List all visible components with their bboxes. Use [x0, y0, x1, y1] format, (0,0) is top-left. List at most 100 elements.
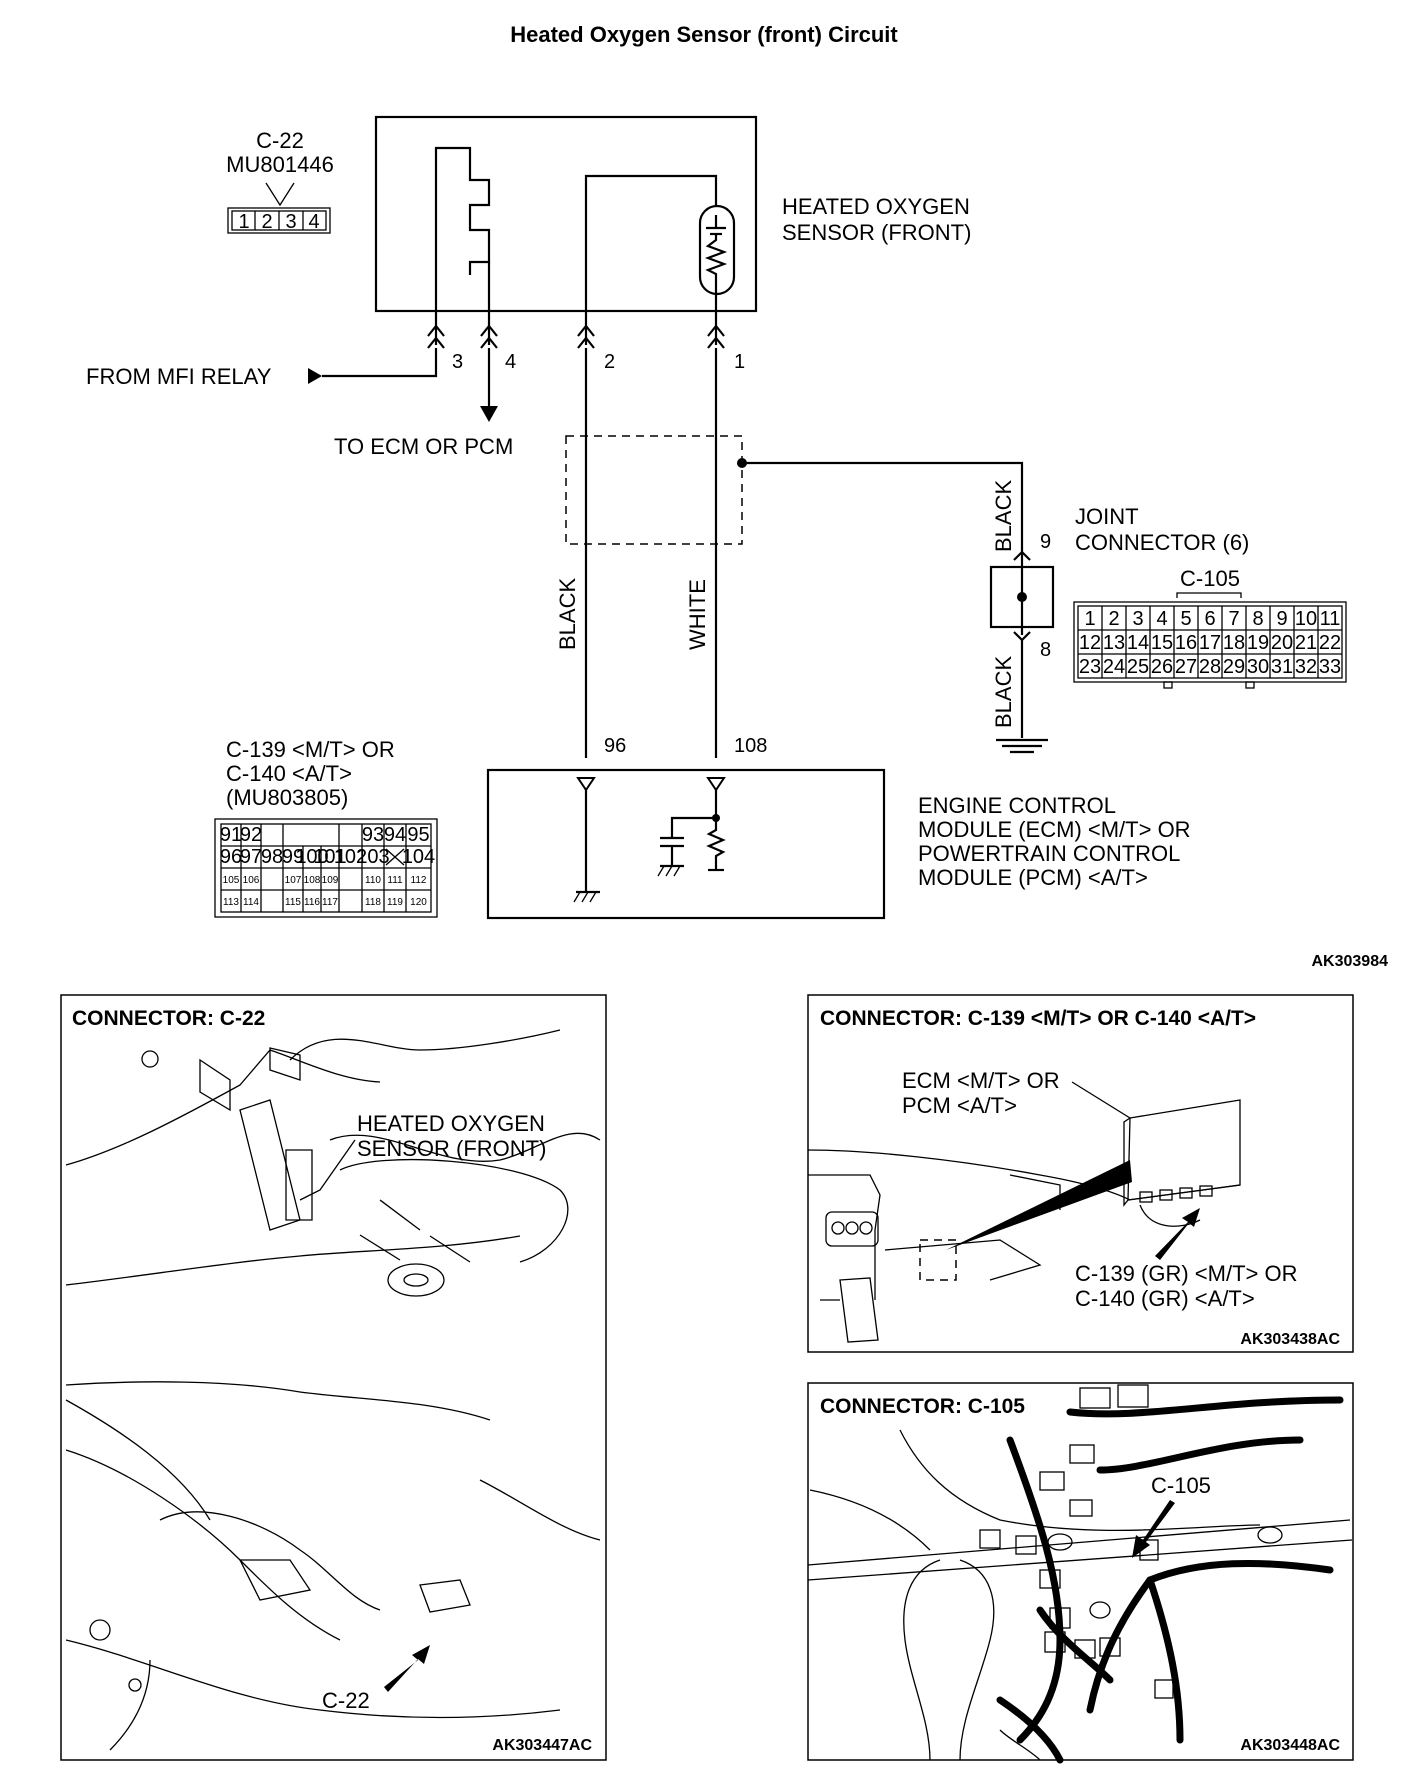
ecm-pin-label: 106: [243, 875, 260, 886]
c105-harness-illustration: [807, 1384, 1353, 1764]
ecm-pin-label: 93: [362, 824, 384, 846]
from-mfi-relay-label: FROM MFI RELAY: [86, 364, 272, 389]
to-ecm-arrow: [480, 406, 498, 422]
joint-pin-label: 25: [1127, 656, 1149, 678]
joint-pin-label: 2: [1108, 608, 1119, 630]
ecm-ground-symbol: [573, 890, 600, 903]
panel-c139-connector-label-2: C-140 (GR) <A/T>: [1075, 1286, 1255, 1311]
terminal-4: 4: [505, 351, 516, 373]
joint-pin-label: 15: [1151, 632, 1173, 654]
joint-pin-label: 13: [1103, 632, 1125, 654]
panel-connector-c105: CONNECTOR: C-105: [807, 1382, 1354, 1764]
joint-pin-label: 14: [1127, 632, 1149, 654]
sensor-label-line1: HEATED OXYGEN: [782, 194, 970, 219]
ecm-pin-label: 95: [407, 824, 429, 846]
capacitor-ground: [657, 864, 684, 877]
sensor-terminal-chevrons: [427, 324, 725, 349]
ecm-pin-label: 103: [356, 846, 389, 868]
c22-pin-2: 2: [261, 211, 272, 233]
ecm-pin-label: 105: [223, 875, 240, 886]
oxygen-sensing-element: [698, 204, 736, 345]
ecm-pin-label: 108: [304, 875, 321, 886]
ecm-pin-label: 98: [261, 846, 283, 868]
ecm-pin-label: 115: [285, 897, 301, 908]
joint-wire-color-bottom: BLACK: [991, 656, 1016, 728]
c22-pin-3: 3: [285, 211, 296, 233]
heated-oxygen-sensor-box: [374, 115, 758, 345]
terminal-1: 1: [734, 351, 745, 373]
joint-pin-label: 26: [1151, 656, 1173, 678]
terminal-3: 3: [452, 351, 463, 373]
joint-pin-label: 28: [1199, 656, 1221, 678]
c22-connector-id: C-22: [256, 128, 304, 153]
joint-pin-label: 24: [1103, 656, 1125, 678]
joint-pin-label: 7: [1228, 608, 1239, 630]
wire-color-right: WHITE: [685, 579, 710, 650]
ecm-pin-label: 119: [387, 897, 403, 908]
panel-c139-connector-label-1: C-139 (GR) <M/T> OR: [1075, 1261, 1297, 1286]
panel-c105-title: CONNECTOR: C-105: [820, 1395, 1025, 1418]
c22-part-number: MU801446: [226, 152, 334, 177]
joint-label-line1: JOINT: [1075, 504, 1139, 529]
joint-pin-label: 12: [1079, 632, 1101, 654]
joint-pin-label: 8: [1252, 608, 1263, 630]
joint-pin-label: 3: [1132, 608, 1143, 630]
joint-pin-label: 9: [1276, 608, 1287, 630]
joint-pin-label: 20: [1271, 632, 1293, 654]
c22-engine-illustration: [65, 1029, 601, 1751]
joint-pin-label: 16: [1175, 632, 1197, 654]
terminal-2: 2: [604, 351, 615, 373]
panel-c105-pointer-label: C-105: [1151, 1473, 1211, 1498]
joint-connector-id: C-105: [1180, 566, 1240, 591]
ecm-pin-label: 109: [322, 875, 339, 886]
ecm-label-line4: MODULE (PCM) <A/T>: [918, 865, 1148, 890]
panel-c139-ecm-label-1: ECM <M/T> OR: [902, 1068, 1060, 1093]
ecm-pin-label: 92: [240, 824, 262, 846]
ecm-module-illustration: [1123, 1099, 1241, 1227]
ecm-label-line3: POWERTRAIN CONTROL: [918, 841, 1180, 866]
joint-pin-label: 30: [1247, 656, 1269, 678]
dashboard-illustration: [807, 1149, 1131, 1343]
joint-pin-9: 9: [1040, 531, 1051, 553]
ecm-pin-label: 96: [220, 846, 242, 868]
shield-dashed-box: [565, 435, 743, 545]
joint-pin-label: 23: [1079, 656, 1101, 678]
ecm-pin-96: 96: [604, 735, 626, 757]
panel-connector-c22: CONNECTOR: C-22 HEAT: [60, 994, 607, 1761]
heater-element: [434, 146, 491, 345]
joint-pin-label: 11: [1320, 608, 1341, 630]
joint-pin-label: 29: [1223, 656, 1245, 678]
joint-pin-label: 5: [1180, 608, 1191, 630]
joint-pin-label: 22: [1319, 632, 1341, 654]
joint-pin-label: 32: [1295, 656, 1317, 678]
joint-pin-label: 6: [1204, 608, 1215, 630]
joint-pin-label: 27: [1175, 656, 1197, 678]
ecm-connector-label-line1: C-139 <M/T> OR: [226, 737, 395, 762]
ecm-label-line1: ENGINE CONTROL: [918, 793, 1116, 818]
diagram-code: AK303984: [1312, 953, 1389, 970]
joint-pin-label: 10: [1295, 608, 1317, 630]
ecm-pin-label: 102: [334, 846, 367, 868]
joint-ground-symbol: [996, 738, 1048, 754]
wire-color-left: BLACK: [555, 578, 580, 650]
joint-pin-label: 33: [1319, 656, 1341, 678]
ecm-pin-label: 111: [387, 875, 403, 886]
panel-connector-c139: CONNECTOR: C-139 <M/T> OR C-140 <A/T> EC…: [807, 994, 1354, 1353]
joint-pin-label: 4: [1156, 608, 1167, 630]
panel-c139-code: AK303438AC: [1240, 1331, 1340, 1348]
ecm-pin-label: 101: [313, 846, 346, 868]
joint-pin-label: 17: [1199, 632, 1221, 654]
c105-pointer-arrow: [1132, 1500, 1175, 1558]
ecm-label-line2: MODULE (ECM) <M/T> OR: [918, 817, 1191, 842]
ecm-pin-label: 91: [220, 824, 242, 846]
ecm-pin-label: 116: [304, 897, 320, 908]
ecm-pin-label: 97: [240, 846, 262, 868]
joint-pin-label: 31: [1271, 656, 1293, 678]
ecm-view-wedge: [946, 1160, 1132, 1250]
joint-wire-color-top: BLACK: [991, 480, 1016, 552]
ecm-connector-label-line3: (MU803805): [226, 785, 348, 810]
panel-c22-pointer-label: C-22: [322, 1688, 370, 1713]
panel-c22-title: CONNECTOR: C-22: [72, 1007, 265, 1030]
